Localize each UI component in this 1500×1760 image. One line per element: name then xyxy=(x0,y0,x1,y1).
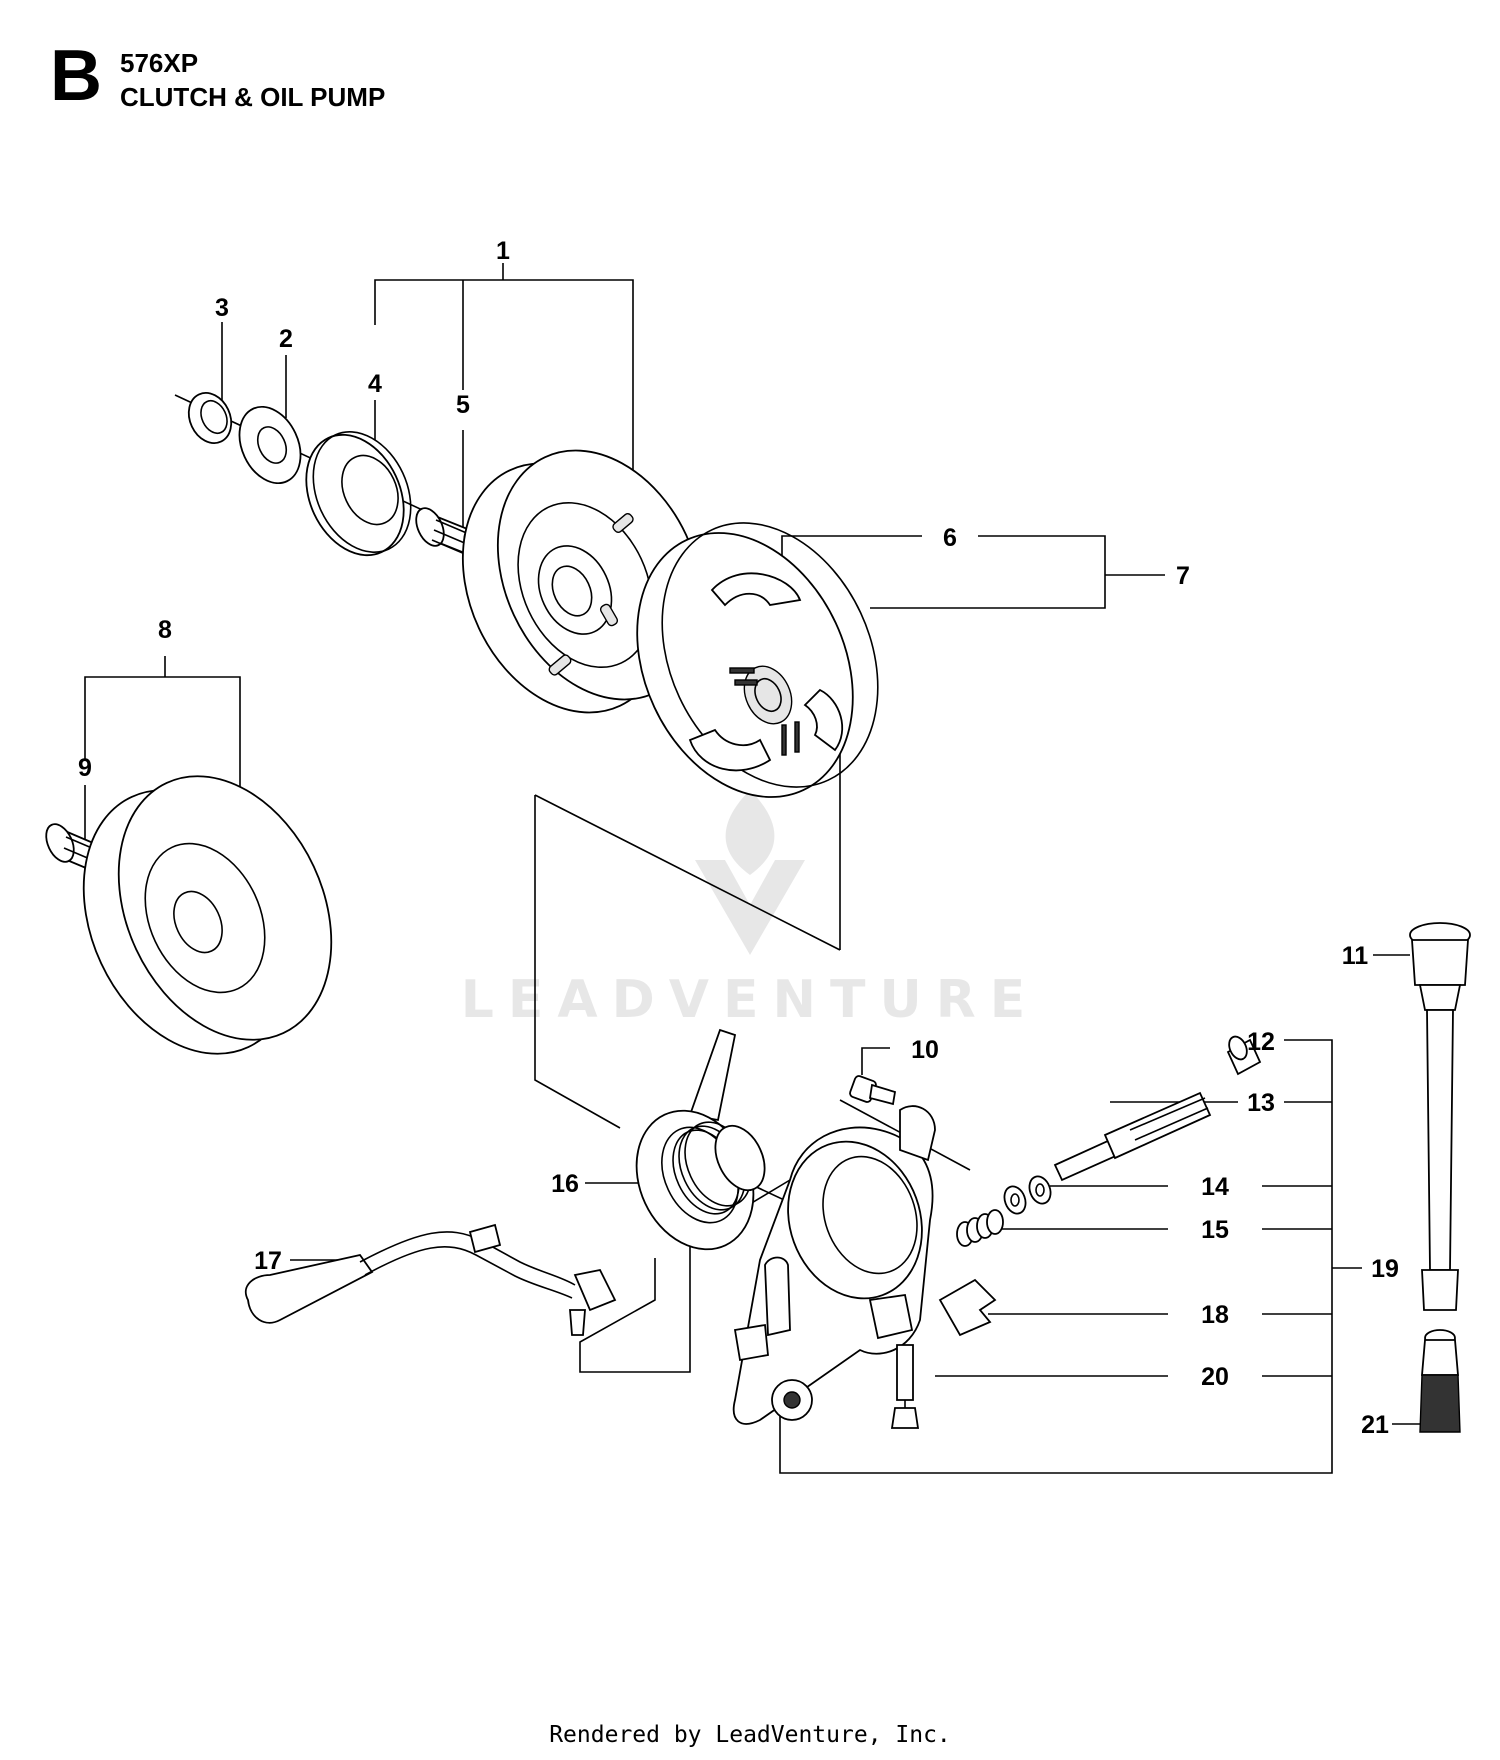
callout-16: 16 xyxy=(551,1170,579,1198)
callout-1: 1 xyxy=(496,237,510,265)
part-7-clutch-assembly xyxy=(636,522,879,798)
callout-5: 5 xyxy=(456,391,470,419)
part-13-pump-piston xyxy=(1053,1091,1212,1182)
watermark-text: LEADVENTURE xyxy=(460,970,1040,1030)
callout-13: 13 xyxy=(1247,1089,1275,1117)
section-title: CLUTCH & OIL PUMP xyxy=(120,82,386,112)
model-name: 576XP xyxy=(120,48,199,78)
part-11-oil-suction-hose xyxy=(1409,922,1471,1311)
part-4-rim-sprocket xyxy=(305,431,412,557)
watermark: LEADVENTURE xyxy=(430,780,1070,1040)
callout-11: 11 xyxy=(1342,942,1369,970)
callout-9: 9 xyxy=(78,754,92,782)
callout-18: 18 xyxy=(1201,1301,1229,1329)
footer-credit: Rendered by LeadVenture, Inc. xyxy=(549,1722,951,1748)
callout-6: 6 xyxy=(943,524,957,552)
part-12-sleeve xyxy=(1226,1035,1262,1076)
callout-12: 12 xyxy=(1247,1028,1275,1056)
part-16-worm-gear xyxy=(635,1028,766,1251)
part-14-washer xyxy=(1003,1175,1052,1215)
callout-7: 7 xyxy=(1176,562,1190,590)
callout-labels: 1 2 3 4 5 6 7 8 9 10 11 12 13 14 15 16 1… xyxy=(78,237,1399,1439)
callout-15: 15 xyxy=(1201,1216,1229,1244)
part-20-adjuster-screw xyxy=(890,1344,920,1429)
callout-19: 19 xyxy=(1371,1255,1399,1283)
callout-2: 2 xyxy=(279,325,293,353)
callout-14: 14 xyxy=(1201,1173,1229,1201)
part-3-snap-ring xyxy=(187,392,233,444)
section-letter: B xyxy=(50,36,102,116)
watermark-logo-icon xyxy=(695,790,805,955)
callout-21: 21 xyxy=(1361,1411,1389,1439)
part-21-oil-filter xyxy=(1419,1329,1461,1433)
callout-17: 17 xyxy=(254,1247,282,1275)
part-17-oil-hose xyxy=(245,1223,617,1336)
part-18-pump-cam xyxy=(938,1278,997,1337)
callout-8: 8 xyxy=(158,616,172,644)
part-15-spring xyxy=(956,1209,1004,1247)
callout-3: 3 xyxy=(215,294,229,322)
callout-10: 10 xyxy=(911,1036,939,1064)
part-10-screw xyxy=(849,1075,897,1106)
part-8-clutch-drum xyxy=(82,775,333,1055)
part-2-washer xyxy=(238,405,302,485)
part-19-oil-pump-housing xyxy=(732,1105,936,1425)
callout-4: 4 xyxy=(368,370,382,398)
callout-20: 20 xyxy=(1201,1363,1229,1391)
diagram-header: B 576XP CLUTCH & OIL PUMP xyxy=(0,0,1500,130)
